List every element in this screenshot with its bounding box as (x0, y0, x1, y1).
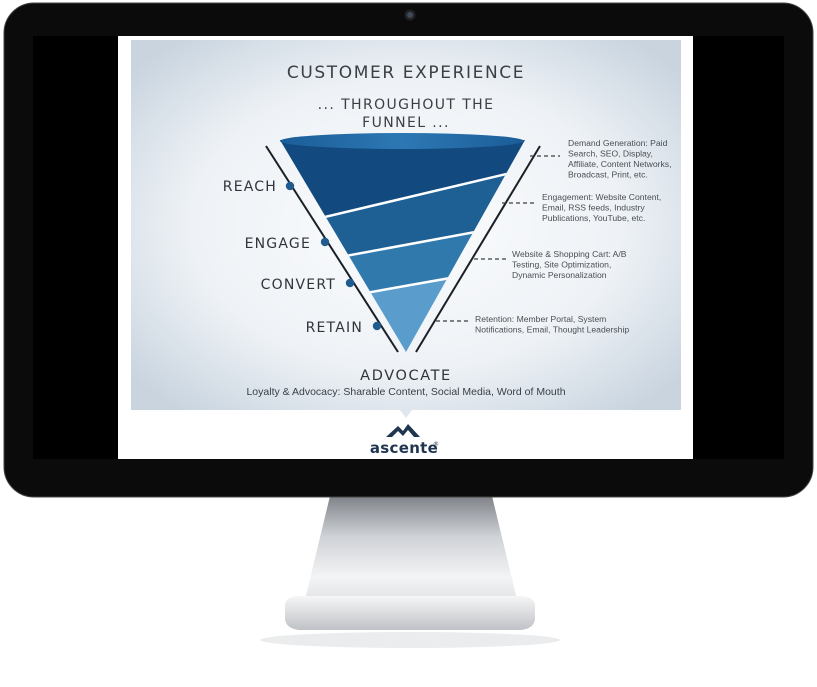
slide-callout-tail (400, 410, 412, 418)
stage-label-reach: REACH (223, 179, 277, 195)
stage-label-retain: RETAIN (306, 320, 363, 336)
stage-reach: REACH (223, 179, 295, 195)
stage-dot-retain (372, 321, 382, 331)
note-retention-line1: Retention: Member Portal, System (475, 314, 606, 324)
monitor-stand (260, 496, 560, 648)
stage-dot-convert (345, 278, 355, 288)
mountain-icon (386, 424, 420, 437)
note-demand-line2: Search, SEO, Display, (568, 149, 653, 159)
ascente-logo: ascente ® (370, 424, 439, 457)
logo-trademark: ® (433, 441, 439, 448)
stage-retain: RETAIN (306, 320, 382, 336)
note-engagement-line2: Email, RSS feeds, Industry (542, 203, 645, 213)
note-demand-generation: Demand Generation: Paid Search, SEO, Dis… (530, 138, 672, 180)
stage-label-engage: ENGAGE (245, 236, 311, 252)
stage-dot-reach (285, 181, 295, 191)
note-retention: Retention: Member Portal, System Notific… (436, 314, 629, 335)
advocate-description: Loyalty & Advocacy: Sharable Content, So… (246, 386, 565, 398)
slide-subtitle-line1: ... THROUGHOUT THE (318, 97, 495, 113)
note-engagement-line3: Publications, YouTube, etc. (542, 213, 645, 223)
advocate-heading: ADVOCATE (360, 368, 452, 384)
logo-text: ascente (370, 439, 438, 457)
note-engagement: Engagement: Website Content, Email, RSS … (502, 192, 661, 223)
slide-subtitle-line2: FUNNEL ... (362, 115, 450, 131)
note-demand-line3: Affiliate, Content Networks, (568, 159, 672, 169)
note-retention-line2: Notifications, Email, Thought Leadership (475, 325, 629, 335)
stage-convert: CONVERT (261, 277, 355, 293)
note-website-line2: Testing, Site Optimization, (512, 260, 611, 270)
stage-dot-engage (320, 237, 330, 247)
stage-label-convert: CONVERT (261, 277, 336, 293)
note-engagement-line1: Engagement: Website Content, (542, 192, 661, 202)
note-website: Website & Shopping Cart: A/B Testing, Si… (474, 249, 627, 280)
note-demand-line1: Demand Generation: Paid (568, 138, 668, 148)
note-website-line3: Dynamic Personalization (512, 270, 607, 280)
funnel-top-rim (280, 133, 524, 149)
slide-title: CUSTOMER EXPERIENCE (287, 63, 525, 83)
stage-engage: ENGAGE (245, 236, 330, 252)
note-demand-line4: Broadcast, Print, etc. (568, 170, 648, 180)
funnel-segment-reach (280, 140, 525, 230)
note-website-line1: Website & Shopping Cart: A/B (512, 249, 627, 259)
